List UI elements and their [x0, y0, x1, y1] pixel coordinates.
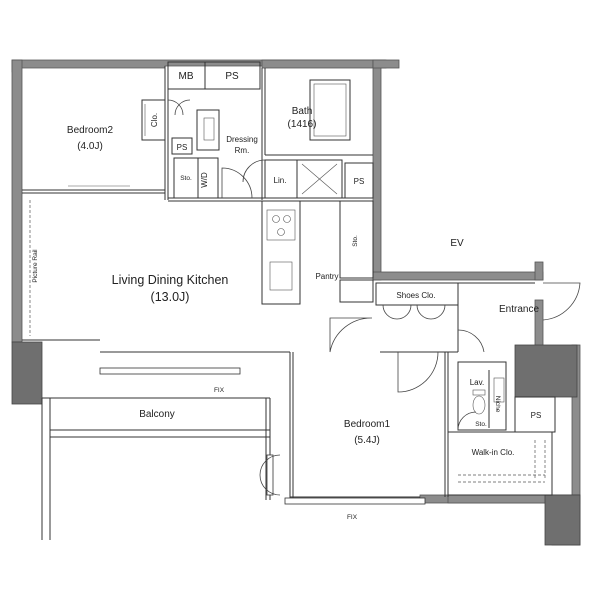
pillar-right [514, 344, 578, 398]
label-bath: Bath [292, 106, 313, 117]
label-walkin-clo: Walk-in Clo. [472, 448, 515, 457]
interior-walls [22, 61, 556, 540]
label-bedroom2-size: (4.0J) [77, 141, 103, 152]
label-mb: MB [179, 71, 194, 82]
label-bedroom1: Bedroom1 [344, 419, 391, 430]
label-ps-bath: PS [354, 177, 365, 186]
wall-left [11, 59, 23, 343]
label-sto-dressing: Sto. [180, 175, 192, 182]
label-bath-size: (1416) [288, 119, 317, 130]
wall-ev-bottom [372, 271, 544, 281]
label-sto-lav: Sto. [475, 421, 487, 428]
door-swings [167, 99, 581, 496]
label-dressing-rm: Rm. [235, 146, 250, 155]
label-bedroom1-size: (5.4J) [354, 435, 380, 446]
labels: MB PS Bedroom2 (4.0J) Clo. Dressing Rm. … [32, 71, 541, 521]
pillar-bottom-right [544, 494, 581, 546]
label-niche: Niche [494, 396, 501, 413]
label-ev: EV [450, 238, 464, 249]
label-ps-top: PS [225, 71, 239, 82]
label-bedroom2: Bedroom2 [67, 125, 114, 136]
label-sto-kitchen: Sto. [352, 235, 359, 247]
label-entrance: Entrance [499, 304, 539, 315]
label-lav: Lav. [470, 378, 485, 387]
pillars [11, 341, 581, 546]
label-ps-dressing: PS [177, 143, 188, 152]
label-picture-rail: Picture Rail [32, 249, 39, 283]
label-clo: Clo. [150, 113, 159, 127]
pillar-left [11, 341, 43, 405]
label-lin: Lin. [274, 176, 287, 185]
label-fix-bedroom: FIX [347, 514, 358, 521]
label-balcony: Balcony [139, 409, 175, 420]
wall-ev-top [372, 59, 400, 69]
label-living: Living Dining Kitchen [112, 273, 229, 287]
label-fix-balcony: FIX [214, 387, 225, 394]
label-wd: W/D [200, 172, 209, 188]
wall-ev-right [534, 261, 544, 281]
label-ps-right: PS [531, 411, 542, 420]
label-shoes-clo: Shoes Clo. [396, 291, 435, 300]
label-dressing: Dressing [226, 135, 258, 144]
label-living-size: (13.0J) [151, 290, 190, 304]
wall-ev-left [372, 59, 382, 281]
wall-top-right [261, 59, 387, 69]
label-pantry: Pantry [315, 272, 338, 281]
